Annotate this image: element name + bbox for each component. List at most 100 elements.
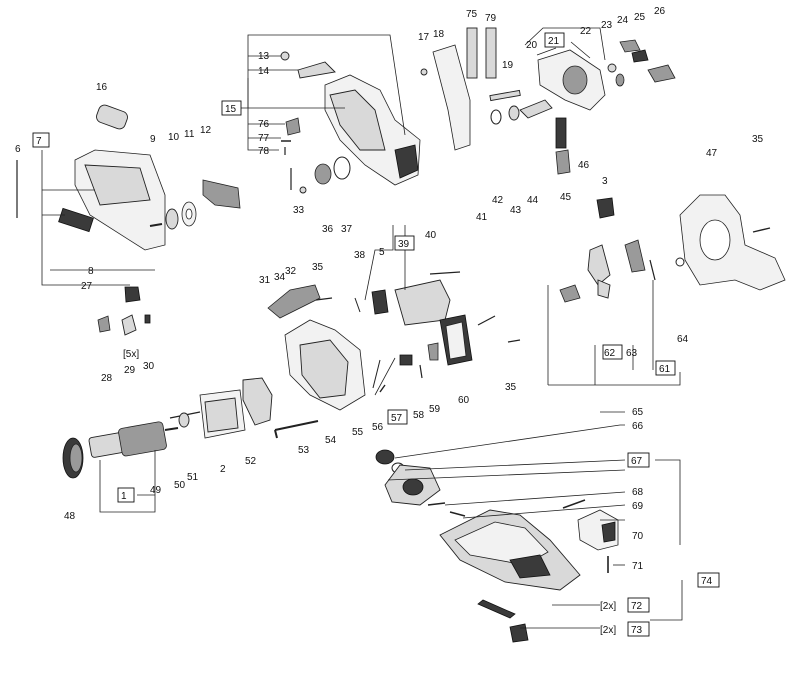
label-79: 79 xyxy=(485,13,497,24)
hex-key-53 xyxy=(274,420,319,439)
label-37: 37 xyxy=(341,224,353,235)
trigger-62 xyxy=(587,244,611,286)
label-56: 56 xyxy=(372,422,384,433)
washer-10 xyxy=(165,208,179,230)
part-59 xyxy=(427,342,439,361)
label-25: 25 xyxy=(634,12,646,23)
label-33: 33 xyxy=(293,205,305,216)
label-78: 78 xyxy=(258,146,270,157)
label-21: 21 xyxy=(548,36,560,47)
part-45 xyxy=(555,149,571,175)
label-14: 14 xyxy=(258,66,270,77)
label-box-15 xyxy=(221,100,242,116)
label-6: 6 xyxy=(15,144,21,155)
label-67: 67 xyxy=(631,456,643,467)
part-26 xyxy=(647,64,676,83)
part-24 xyxy=(619,39,641,53)
knob-73 xyxy=(509,623,529,643)
label-box-1 xyxy=(117,487,135,503)
label-28: 28 xyxy=(101,373,113,384)
label-8: 8 xyxy=(88,266,94,277)
part-labels: 7 6 16 9 10 11 12 8 27 28 [5x] 29 30 15 … xyxy=(15,6,764,636)
part-36 xyxy=(314,163,332,185)
label-43: 43 xyxy=(510,205,522,216)
label-60: 60 xyxy=(458,395,470,406)
label-11: 11 xyxy=(184,129,195,140)
label-74: 74 xyxy=(701,576,713,587)
screw-9 xyxy=(149,223,163,227)
screw-41 xyxy=(477,315,496,326)
part-14 xyxy=(297,61,336,79)
motor-housing-54 xyxy=(284,319,366,411)
guide-70 xyxy=(577,509,619,551)
clip-27 xyxy=(124,286,141,303)
part-25 xyxy=(631,49,649,63)
label-50: 50 xyxy=(174,480,186,491)
bearing-43 xyxy=(508,105,520,121)
label-66: 66 xyxy=(632,421,644,432)
label-box-73 xyxy=(627,621,650,637)
spring-46 xyxy=(555,117,567,149)
label-20: 20 xyxy=(526,40,538,51)
label-23: 23 xyxy=(601,20,613,31)
label-35c: 35 xyxy=(752,134,764,145)
label-55: 55 xyxy=(352,427,364,438)
label-48: 48 xyxy=(64,511,76,522)
label-29: 29 xyxy=(124,365,136,376)
label-box-7 xyxy=(32,132,50,148)
wire-38 xyxy=(354,297,361,313)
label-71: 71 xyxy=(632,561,644,572)
label-38: 38 xyxy=(354,250,366,261)
label-73: 73 xyxy=(631,625,643,636)
label-63: 63 xyxy=(626,348,638,359)
label-box-57 xyxy=(387,409,408,425)
part-sleeve-16 xyxy=(96,104,128,130)
part-13 xyxy=(280,51,290,61)
screw-56 xyxy=(379,384,386,393)
label-5: 5 xyxy=(379,247,385,258)
part-23 xyxy=(615,73,625,87)
part-switch xyxy=(559,284,581,303)
part-22 xyxy=(607,63,617,73)
label-49: 49 xyxy=(150,485,162,496)
label-12: 12 xyxy=(200,125,212,136)
armature-1 xyxy=(88,421,179,458)
label-9: 9 xyxy=(150,134,156,145)
label-46: 46 xyxy=(578,160,590,171)
part-17 xyxy=(420,68,428,76)
label-box-39 xyxy=(394,235,415,251)
part-63 xyxy=(624,239,646,273)
label-52: 52 xyxy=(245,456,257,467)
label-62: 62 xyxy=(604,348,616,359)
label-30: 30 xyxy=(143,361,155,372)
label-53: 53 xyxy=(298,445,310,456)
part-65 xyxy=(375,449,395,465)
label-77: 77 xyxy=(258,133,270,144)
label-75: 75 xyxy=(466,9,478,20)
part-33 xyxy=(299,186,307,194)
label-64: 64 xyxy=(677,334,689,345)
leader-lines xyxy=(41,27,683,629)
label-47: 47 xyxy=(706,148,718,159)
label-31: 31 xyxy=(259,275,271,286)
label-16: 16 xyxy=(96,82,108,93)
label-76: 76 xyxy=(258,119,270,130)
label-54: 54 xyxy=(325,435,337,446)
cover-34 xyxy=(267,284,321,319)
part-upper-housing xyxy=(324,74,421,186)
label-box-21 xyxy=(544,32,565,48)
label-24: 24 xyxy=(617,15,629,26)
screw-35c xyxy=(752,227,771,233)
label-32: 32 xyxy=(285,266,297,277)
label-26: 26 xyxy=(654,6,666,17)
label-13: 13 xyxy=(258,51,270,62)
label-44: 44 xyxy=(527,195,539,206)
ring-37 xyxy=(333,156,351,180)
label-59: 59 xyxy=(429,404,441,415)
label-39: 39 xyxy=(398,239,410,250)
label-69: 69 xyxy=(632,501,644,512)
label-1: 1 xyxy=(121,491,127,502)
label-35b: 35 xyxy=(505,382,517,393)
